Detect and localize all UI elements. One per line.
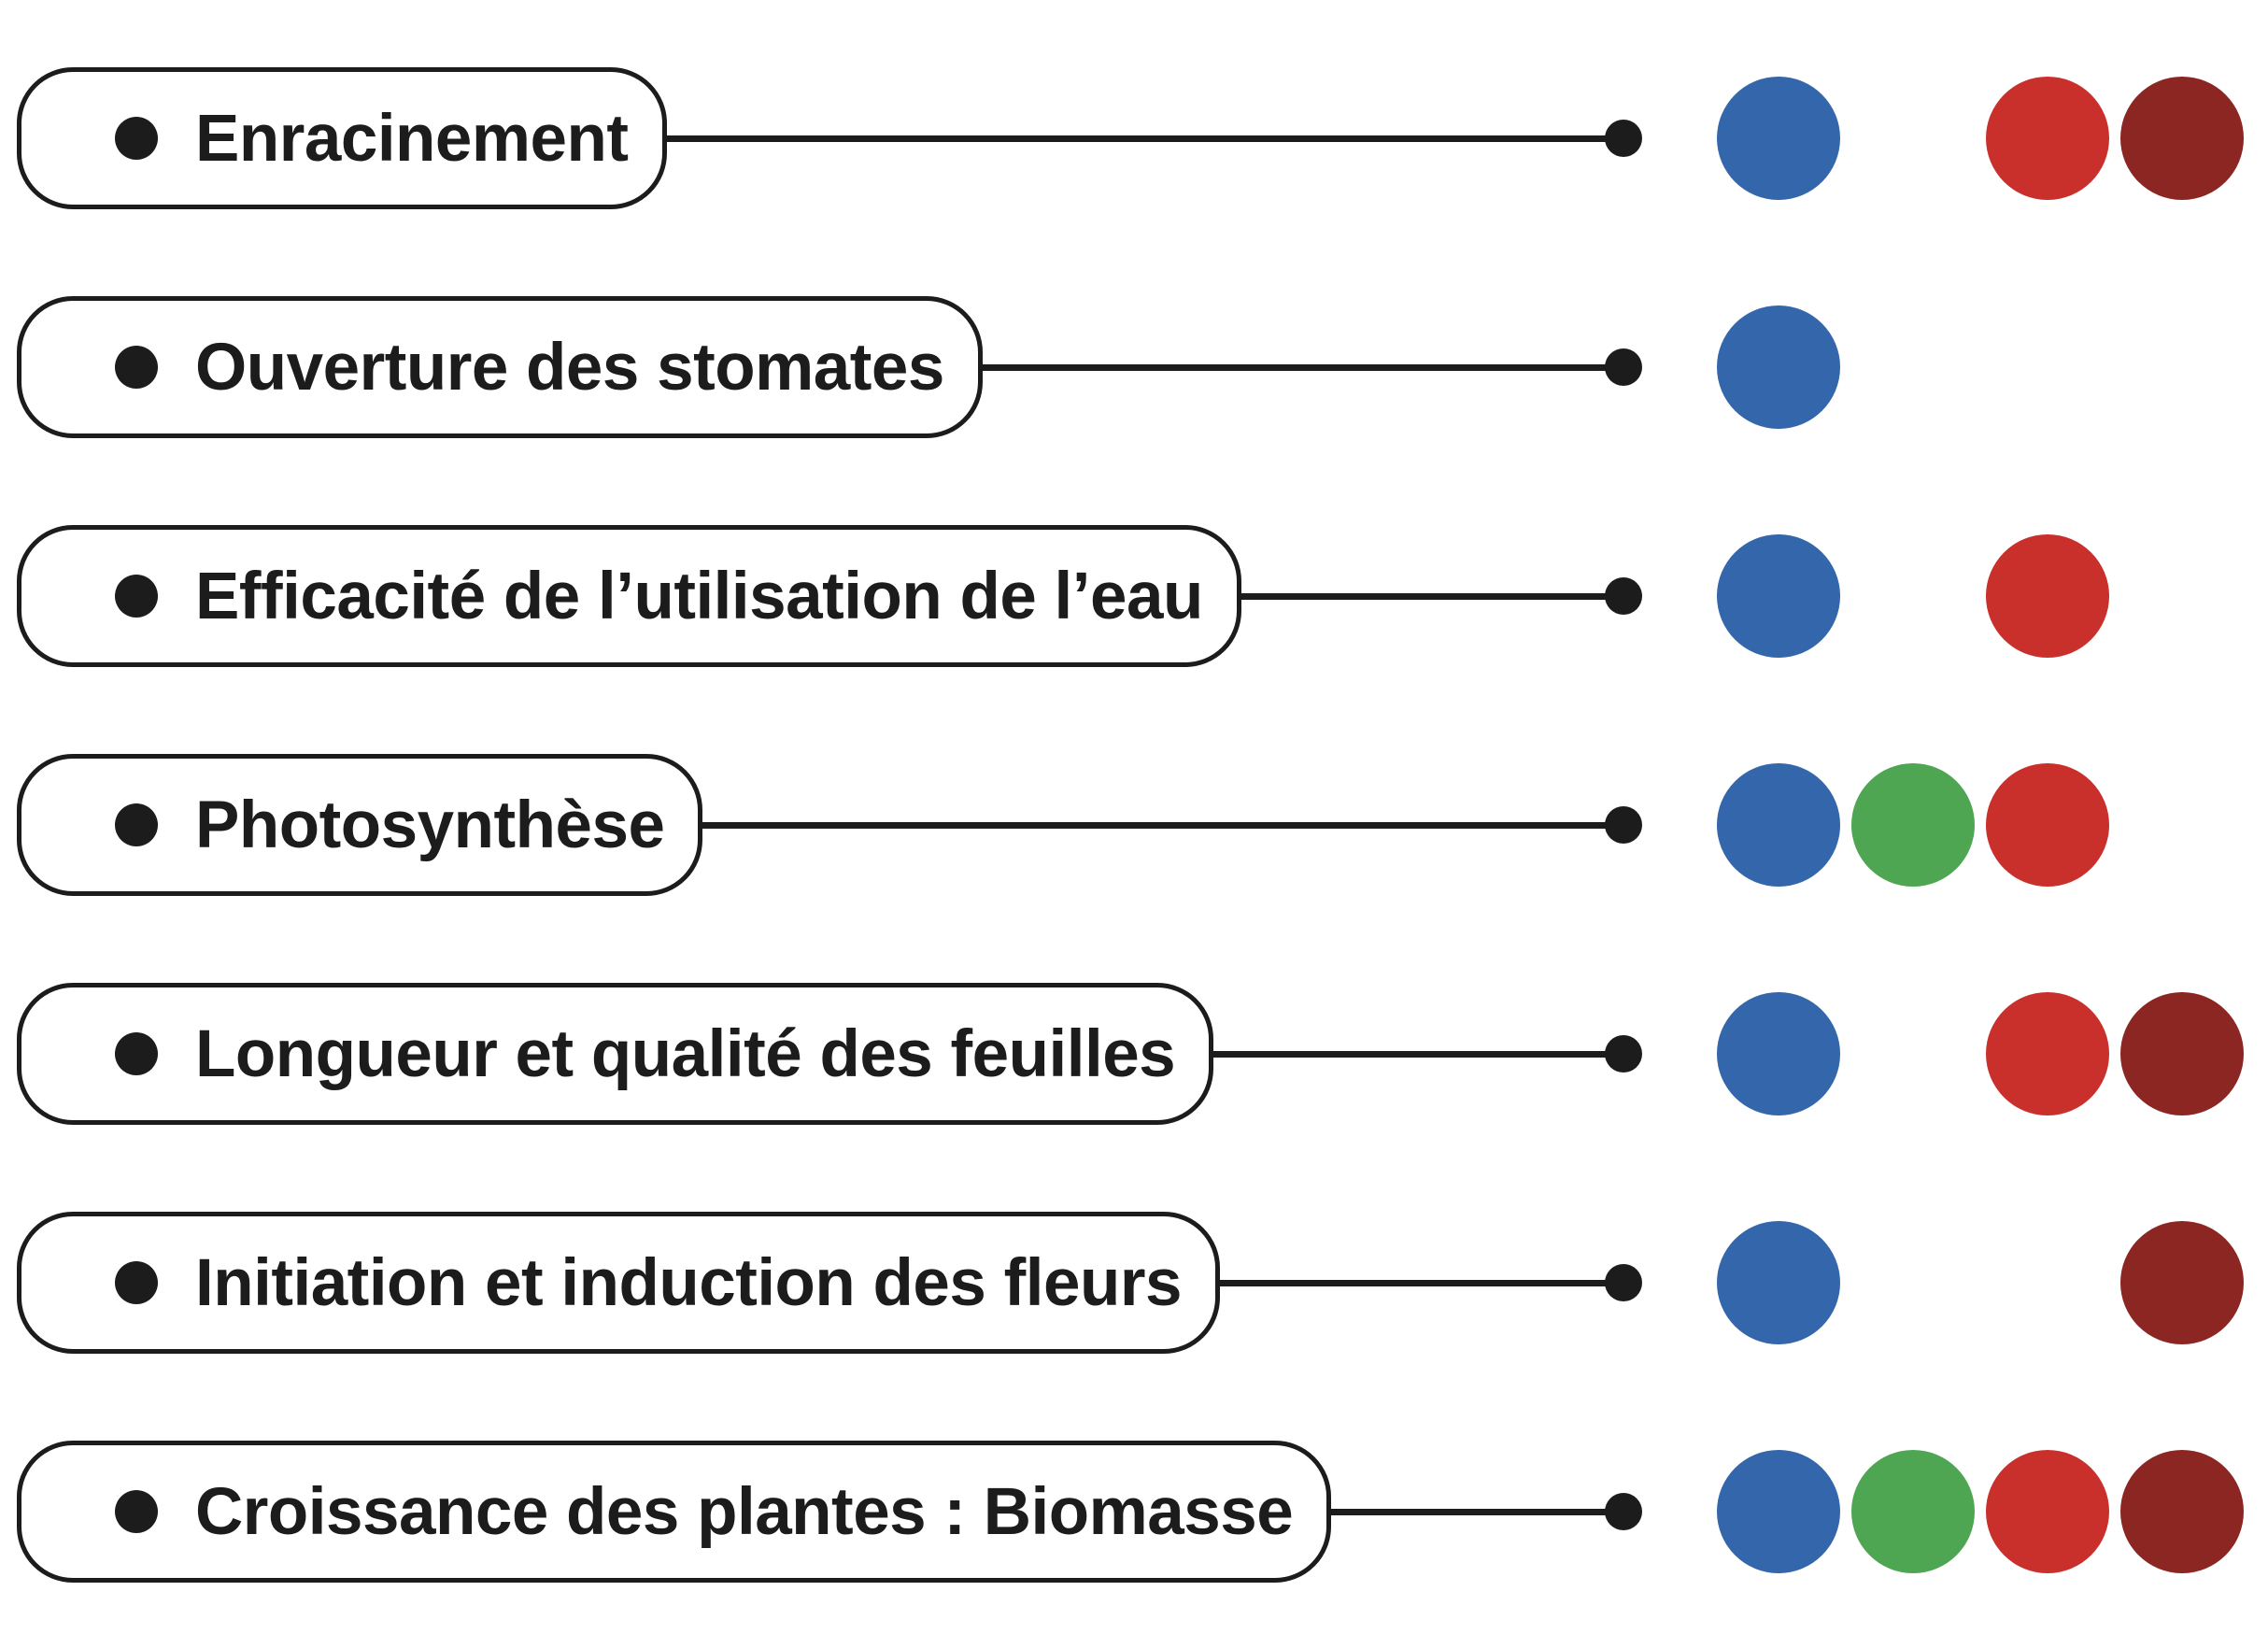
- diagram-row: Ouverture des stomates: [0, 296, 2268, 446]
- marker-dot-3: [1986, 77, 2109, 200]
- bullet-icon: [115, 1490, 158, 1533]
- connector-line: [980, 364, 1623, 371]
- diagram-row: Enracinement: [0, 67, 2268, 217]
- connector-end-dot: [1605, 806, 1642, 844]
- marker-dot-4: [2120, 992, 2244, 1115]
- connector-line: [664, 135, 1623, 142]
- bullet-icon: [115, 1032, 158, 1075]
- connector-line: [1239, 593, 1623, 600]
- row-label-pill: Enracinement: [17, 67, 667, 209]
- diagram-row: Photosynthèse: [0, 754, 2268, 903]
- row-label: Enracinement: [195, 101, 629, 176]
- connector-line: [1211, 1051, 1623, 1058]
- marker-dot-1: [1717, 763, 1840, 887]
- row-label: Longueur et qualité des feuilles: [195, 1016, 1176, 1091]
- marker-dot-4: [2120, 77, 2244, 200]
- marker-dot-1: [1717, 305, 1840, 429]
- marker-dot-1: [1717, 77, 1840, 200]
- marker-dot-4: [2120, 1221, 2244, 1344]
- connector-line: [1328, 1509, 1623, 1515]
- marker-dot-2: [1851, 1450, 1975, 1573]
- row-label-pill: Croissance des plantes : Biomasse: [17, 1441, 1332, 1583]
- connector-line: [700, 822, 1623, 829]
- row-label: Initiation et induction des fleurs: [195, 1245, 1182, 1320]
- marker-dot-3: [1986, 534, 2109, 658]
- connector-line: [1217, 1280, 1623, 1286]
- row-label-pill: Longueur et qualité des feuilles: [17, 983, 1214, 1125]
- bullet-icon: [115, 346, 158, 389]
- row-label: Efficacité de l’utilisation de l’eau: [195, 559, 1203, 633]
- row-label: Ouverture des stomates: [195, 330, 944, 405]
- connector-end-dot: [1605, 1493, 1642, 1530]
- row-label-pill: Efficacité de l’utilisation de l’eau: [17, 525, 1241, 667]
- connector-end-dot: [1605, 1035, 1642, 1073]
- bullet-icon: [115, 117, 158, 160]
- row-label-pill: Initiation et induction des fleurs: [17, 1212, 1220, 1354]
- connector-end-dot: [1605, 348, 1642, 386]
- marker-dot-1: [1717, 992, 1840, 1115]
- connector-end-dot: [1605, 1264, 1642, 1301]
- row-label: Photosynthèse: [195, 788, 665, 862]
- connector-end-dot: [1605, 577, 1642, 615]
- diagram-row: Initiation et induction des fleurs: [0, 1212, 2268, 1361]
- marker-dot-3: [1986, 992, 2109, 1115]
- connector-end-dot: [1605, 120, 1642, 157]
- diagram-row: Efficacité de l’utilisation de l’eau: [0, 525, 2268, 675]
- marker-dot-1: [1717, 534, 1840, 658]
- marker-dot-1: [1717, 1221, 1840, 1344]
- row-label-pill: Photosynthèse: [17, 754, 703, 896]
- diagram-row: Croissance des plantes : Biomasse: [0, 1441, 2268, 1590]
- marker-dot-3: [1986, 763, 2109, 887]
- marker-dot-3: [1986, 1450, 2109, 1573]
- row-label: Croissance des plantes : Biomasse: [195, 1474, 1294, 1549]
- bullet-icon: [115, 1261, 158, 1304]
- marker-dot-2: [1851, 763, 1975, 887]
- marker-dot-1: [1717, 1450, 1840, 1573]
- marker-dot-4: [2120, 1450, 2244, 1573]
- bullet-icon: [115, 575, 158, 618]
- bullet-icon: [115, 803, 158, 846]
- row-label-pill: Ouverture des stomates: [17, 296, 983, 438]
- diagram-row: Longueur et qualité des feuilles: [0, 983, 2268, 1132]
